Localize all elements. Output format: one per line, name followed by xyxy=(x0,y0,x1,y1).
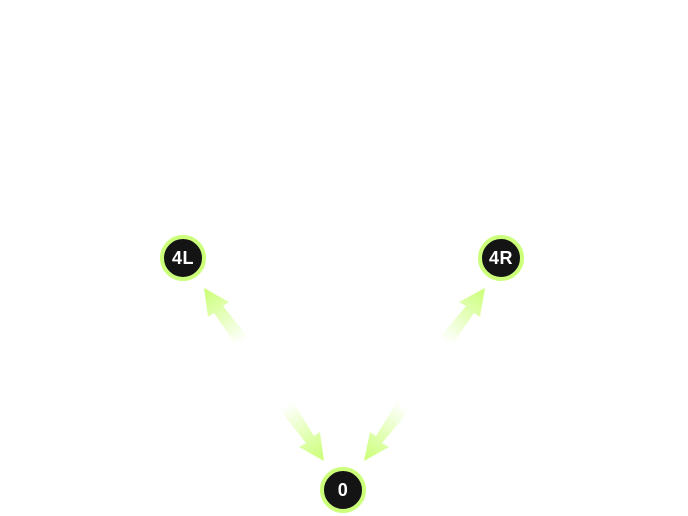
edge-arrow-to-4r xyxy=(440,288,485,345)
node-4r[interactable]: 4R xyxy=(478,235,524,281)
edge-arrow-left-to-0 xyxy=(280,402,324,461)
node-0-label: 0 xyxy=(337,479,349,500)
node-4r-label: 4R xyxy=(488,247,513,268)
edge-arrow-right-to-0 xyxy=(364,402,410,461)
edge-arrow-to-4l xyxy=(204,288,248,345)
node-4l-label: 4L xyxy=(171,247,194,268)
node-4l[interactable]: 4L xyxy=(160,235,206,281)
node-0[interactable]: 0 xyxy=(320,467,366,513)
